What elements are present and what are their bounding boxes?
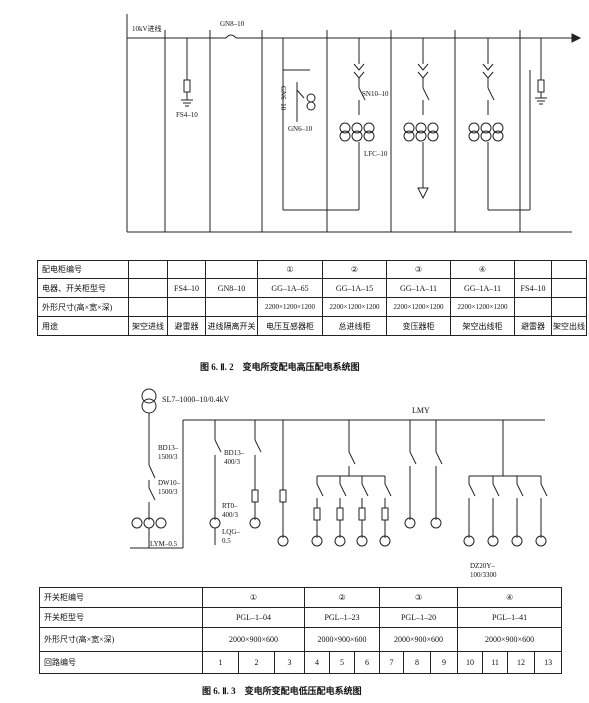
hv-cell: GG–1A–65 (257, 278, 323, 298)
lv-cell: ② (304, 587, 381, 608)
hv-cell: 用途 (37, 316, 129, 336)
hv-cell (514, 297, 552, 317)
lv-cell: 5 (329, 651, 356, 674)
hv-cell (205, 297, 258, 317)
hv-cell (128, 278, 168, 298)
lv-cell: 1 (202, 651, 239, 674)
hv-cell: 2200×1200×1200 (322, 297, 387, 317)
lqg-label: LQG– 0.5 (222, 528, 240, 545)
lv-row-panel-no: 开关柜编号 ① ② ③ ④ (39, 587, 563, 608)
lv-cell: 2000×900×600 (457, 627, 563, 652)
lv-cell: 9 (430, 651, 459, 674)
hv-cell (551, 260, 587, 279)
lv-cell: 2000×900×600 (379, 627, 459, 652)
lv-cell: ③ (379, 587, 459, 608)
hv-row-size: 外形尺寸(高×宽×深) 2200×1200×1200 2200×1200×120… (37, 297, 587, 317)
lv-row-circuit: 回路编号 1 2 3 4 5 6 7 8 9 10 11 12 13 (39, 651, 563, 674)
hv-cell: 避雷器 (167, 316, 206, 336)
lv-cell: 2000×900×600 (201, 627, 306, 652)
hv-cell: 2200×1200×1200 (386, 297, 451, 317)
hv-panel-table: 配电柜编号 ① ② ③ ④ 电器、开关柜型号 FS4–10 GN8–10 GG–… (37, 260, 587, 336)
dz20y-label: DZ20Y– 100/3300 (470, 562, 497, 579)
lv-cell: 10 (457, 651, 484, 674)
hv-cell: FS4–10 (167, 278, 206, 298)
busbar-label: 10kV进线 (132, 25, 162, 33)
hv-cell: GG–1A–15 (322, 278, 387, 298)
hv-cell (514, 260, 552, 279)
hv-cell (205, 260, 258, 279)
hv-cell: ② (322, 260, 387, 279)
hv-cell: ③ (386, 260, 451, 279)
hv-cell (551, 297, 587, 317)
lv-row-size: 外形尺寸(高×宽×深) 2000×900×600 2000×900×600 20… (39, 627, 563, 652)
bd13-1500-label: BD13– 1500/3 (158, 444, 179, 461)
arrester-left-label: FS4–10 (176, 111, 198, 119)
lv-panel-table: 开关柜编号 ① ② ③ ④ 开关柜型号 PGL–1–04 PGL–1–23 PG… (39, 587, 563, 674)
hv-cell: GN8–10 (205, 278, 258, 298)
lv-caption: 图 6. Ⅱ. 3 变电所变配电低压配电系统图 (202, 686, 362, 696)
hv-cell (167, 260, 206, 279)
isolator-label: GN8–10 (220, 20, 245, 28)
lv-row-model: 开关柜型号 PGL–1–04 PGL–1–23 PGL–1–20 PGL–1–4… (39, 607, 563, 628)
hv-cell: 架空进线 (128, 316, 168, 336)
rt0-label: RT0– 400/3 (222, 502, 238, 519)
lv-cell: 2000×900×600 (304, 627, 381, 652)
gn6-label: GN6–10 (288, 125, 313, 133)
bd13-400-label: BD13– 400/3 (224, 449, 245, 466)
lv-cell: 3 (273, 651, 306, 674)
hv-row-usage: 用途 架空进线 避雷器 进线隔离开关 电压互感器柜 总进线柜 变压器柜 架空出线… (37, 316, 587, 336)
lv-cell: 外形尺寸(高×宽×深) (39, 627, 203, 652)
lv-cell: 4 (304, 651, 331, 674)
lv-cell: 回路编号 (39, 651, 203, 674)
sn-label: SN10–10 (362, 90, 389, 98)
hv-cell: 总进线柜 (322, 316, 387, 336)
hv-row-model: 电器、开关柜型号 FS4–10 GN8–10 GG–1A–65 GG–1A–15… (37, 278, 587, 298)
dw10-label: DW10– 1500/3 (158, 479, 181, 496)
hv-cell: ④ (450, 260, 515, 279)
lv-cell: 8 (403, 651, 432, 674)
lv-cell: 7 (379, 651, 405, 674)
gn6-vertical-label: GN6–10 (279, 86, 287, 111)
transformer-label: SL7–1000–10/0.4kV (162, 395, 230, 404)
lv-cell: ① (201, 587, 306, 608)
lv-cell: PGL–1–20 (379, 607, 459, 628)
hv-cell: 变压器柜 (386, 316, 451, 336)
hv-cell (128, 297, 168, 317)
lv-cell: ④ (457, 587, 563, 608)
hv-cell: FS4–10 (514, 278, 552, 298)
lv-cell: 6 (354, 651, 381, 674)
lv-cell: PGL–1–04 (201, 607, 306, 628)
hv-caption: 图 6. Ⅱ. 2 变电所变配电高压配电系统图 (200, 362, 360, 372)
hv-cell: 架空出线柜 (450, 316, 515, 336)
hv-cell: ① (257, 260, 323, 279)
hv-cell (167, 297, 206, 317)
lv-cell: 13 (534, 651, 563, 674)
hv-row-panel-no: 配电柜编号 ① ② ③ ④ (37, 260, 587, 279)
bus-label: LMY (412, 406, 430, 415)
lv-cell: 11 (482, 651, 509, 674)
hv-cell: 架空出线 (551, 316, 587, 336)
hv-cell: 电器、开关柜型号 (37, 278, 129, 298)
hv-cell: 配电柜编号 (37, 260, 129, 279)
lym-label: LYM–0.5 (150, 540, 178, 548)
lv-cell: PGL–1–23 (304, 607, 381, 628)
lfc-label: LFC–10 (364, 150, 388, 158)
hv-cell (551, 278, 587, 298)
lv-cell: 2 (238, 651, 275, 674)
hv-cell: GG–1A–11 (386, 278, 451, 298)
hv-cell: 2200×1200×1200 (450, 297, 515, 317)
hv-cell: 2200×1200×1200 (257, 297, 323, 317)
hv-cell: GG–1A–11 (450, 278, 515, 298)
hv-cell: 电压互感器柜 (257, 316, 323, 336)
hv-cell (128, 260, 168, 279)
lv-cell: 开关柜编号 (39, 587, 203, 608)
hv-cell: 进线隔离开关 (205, 316, 258, 336)
lv-cell: 12 (507, 651, 536, 674)
hv-cell: 外形尺寸(高×宽×深) (37, 297, 129, 317)
lv-cell: 开关柜型号 (39, 607, 203, 628)
hv-cell: 避雷器 (514, 316, 552, 336)
lv-cell: PGL–1–41 (457, 607, 563, 628)
